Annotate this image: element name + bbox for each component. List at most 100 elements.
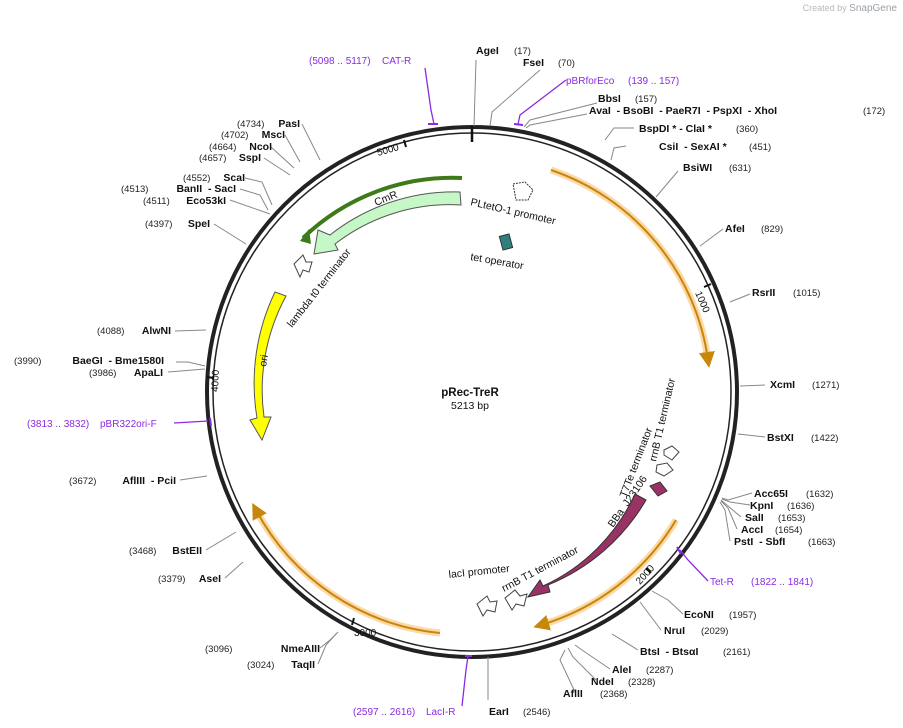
primer-pbrforeco: pBRforEco	[566, 76, 615, 87]
enzyme-acc65I: Acc65I	[754, 488, 788, 500]
enzyme-ecoNI-pos: (1957)	[729, 610, 756, 621]
enzyme-ageI: AgeI	[476, 45, 499, 57]
enzyme-mscI-pos: (4702)	[221, 130, 248, 141]
enzyme-salI-pos: (1653)	[778, 513, 805, 524]
enzyme-labels: AgeI (17) FseI (70) BbsI (157) AvaI - Bs…	[14, 45, 885, 718]
primer-cat-r: CAT-R	[382, 56, 411, 67]
enzyme-avaI-group-pos: (172)	[863, 106, 885, 117]
enzyme-eco53kI: Eco53kI	[186, 195, 226, 207]
enzyme-bstXI: BstXI	[767, 432, 794, 444]
enzyme-bbsI-pos: (157)	[635, 94, 657, 105]
enzyme-nmeAIII-pos: (3096)	[205, 644, 232, 655]
enzyme-speI: SpeI	[188, 218, 210, 230]
enzyme-accI: AccI	[741, 524, 763, 536]
enzyme-ndeI-pos: (2328)	[628, 677, 655, 688]
enzyme-bstEII: BstEII	[172, 545, 202, 557]
enzyme-salI: SalI	[745, 512, 764, 524]
enzyme-aleI-pos: (2287)	[646, 665, 673, 676]
primer-labels: (5098 .. 5117) CAT-R pBRforEco (139 .. 1…	[27, 56, 813, 718]
enzyme-sspI: SspI	[239, 152, 261, 164]
enzyme-csiI-sexai-pos: (451)	[749, 142, 771, 153]
enzyme-pasI-pos: (4734)	[237, 119, 264, 130]
enzyme-btsI: BtsI - BtsαI	[640, 646, 698, 658]
primer-pbr322ori-f: pBR322ori-F	[100, 419, 157, 430]
feature-lambda-t0: lambda t0 terminator	[285, 246, 354, 330]
feature-pltetO-promoter: PLtetO-1 promoter	[469, 181, 557, 228]
enzyme-kpnI-pos: (1636)	[787, 501, 814, 512]
plasmid-name: pRec-TreR	[441, 387, 499, 399]
feature-label-laci-promoter: lacI promoter	[448, 563, 511, 581]
feature-label-tet-operator: tet operator	[469, 251, 524, 272]
enzyme-aleI: AleI	[612, 664, 631, 676]
enzyme-ecoNI: EcoNI	[684, 609, 714, 621]
enzyme-bsiWI-pos: (631)	[729, 163, 751, 174]
enzyme-ncoI-pos: (4664)	[209, 142, 236, 153]
enzyme-accI-pos: (1654)	[775, 525, 802, 536]
enzyme-alwNI: AlwNI	[142, 325, 171, 337]
enzyme-alwNI-pos: (4088)	[97, 326, 124, 337]
enzyme-btsI-pos: (2161)	[723, 647, 750, 658]
enzyme-acc65I-pos: (1632)	[806, 489, 833, 500]
primer-cat-r-range: (5098 .. 5117)	[309, 56, 371, 67]
enzyme-fseI-pos: (70)	[558, 58, 575, 69]
primer-leaders	[173, 67, 709, 707]
primer-tet-r: Tet-R	[710, 577, 734, 588]
feature-label-ori: ori	[257, 354, 271, 368]
enzyme-leaders	[167, 59, 766, 700]
snapgene-logo: SnapGene	[849, 3, 897, 14]
snapgene-watermark: Created by SnapGene	[803, 3, 897, 14]
enzyme-pstI-sbfi-pos: (1663)	[808, 537, 835, 548]
enzyme-bspDI-clai: BspDI * - ClaI *	[639, 123, 713, 135]
enzyme-aseI-pos: (3379)	[158, 574, 185, 585]
enzyme-csiI-sexai: CsiI - SexAI *	[659, 141, 728, 153]
feature-bottom-terminators: rrnB T1 terminator lacI promoter	[448, 544, 581, 617]
enzyme-rsrII-pos: (1015)	[793, 288, 820, 299]
feature-label-pltetO: PLtetO-1 promoter	[469, 196, 557, 227]
ruler-4000: 4000	[210, 369, 222, 392]
enzyme-bbsI: BbsI	[598, 93, 621, 105]
orf-arcs	[252, 166, 715, 637]
enzyme-apaLI: ApaLI	[134, 367, 163, 379]
primer-pbrforeco-range: (139 .. 157)	[628, 76, 679, 87]
enzyme-bspDI-clai-pos: (360)	[736, 124, 758, 135]
enzyme-eco53kI-pos: (4511)	[143, 196, 170, 207]
enzyme-xcmI: XcmI	[770, 379, 795, 391]
enzyme-rsrII: RsrII	[752, 287, 775, 299]
enzyme-banII-sacI-pos: (4513)	[121, 184, 148, 195]
enzyme-apaLI-pos: (3986)	[89, 368, 116, 379]
enzyme-bstXI-pos: (1422)	[811, 433, 838, 444]
enzyme-earI: EarI	[489, 706, 509, 718]
enzyme-scaI-pos: (4552)	[183, 173, 210, 184]
primer-laci-r-range: (2597 .. 2616)	[353, 707, 415, 718]
ruler-3000: 3000	[354, 628, 377, 639]
enzyme-earI-pos: (2546)	[523, 707, 550, 718]
feature-cmr: CmR	[300, 175, 463, 255]
enzyme-taqII-pos: (3024)	[247, 660, 274, 671]
feature-ori: ori	[249, 291, 287, 442]
enzyme-aflIII-pciI-pos: (3672)	[69, 476, 96, 487]
primer-laci-r: LacI-R	[426, 707, 455, 718]
enzyme-aflII-pos: (2368)	[600, 689, 627, 700]
watermark-prefix: Created by	[802, 3, 847, 13]
enzyme-afeI: AfeI	[725, 223, 745, 235]
feature-tet-operator: tet operator	[469, 233, 525, 272]
enzyme-scaI: ScaI	[223, 172, 245, 184]
enzyme-banII-sacI: BanII - SacI	[176, 183, 236, 195]
enzyme-nruI: NruI	[664, 625, 685, 637]
primer-pbr322ori-f-range: (3813 .. 3832)	[27, 419, 89, 430]
enzyme-ageI-pos: (17)	[514, 46, 531, 57]
enzyme-aflIII-pciI: AflIII - PciI	[122, 475, 176, 487]
feature-label-lambda-t0: lambda t0 terminator	[285, 246, 354, 330]
enzyme-taqII: TaqII	[291, 659, 315, 671]
enzyme-pasI: PasI	[278, 118, 300, 130]
enzyme-sspI-pos: (4657)	[199, 153, 226, 164]
plasmid-length: 5213 bp	[451, 400, 489, 412]
enzyme-avaI-group: AvaI - BsoBI - PaeR7I - PspXI - XhoI	[589, 105, 777, 117]
enzyme-xcmI-pos: (1271)	[812, 380, 839, 391]
enzyme-fseI: FseI	[523, 57, 544, 69]
enzyme-aflII: AflII	[563, 688, 583, 700]
enzyme-ndeI: NdeI	[591, 676, 614, 688]
enzyme-baeGI-bme1580I: BaeGI - Bme1580I	[72, 355, 164, 367]
enzyme-mscI: MscI	[262, 129, 285, 141]
